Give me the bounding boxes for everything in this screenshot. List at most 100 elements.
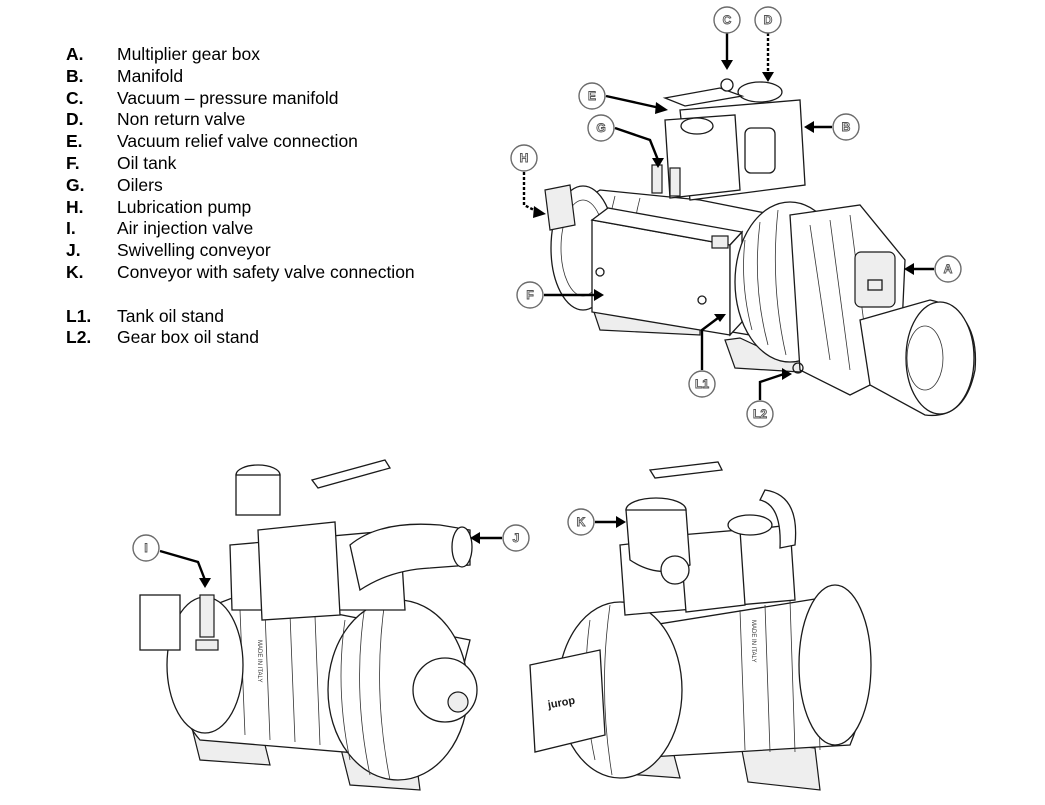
right-view-ribs: [739, 597, 821, 753]
callout-labels: C D E G B H A F L1 L2 I J K: [132, 6, 962, 562]
jurop-brand-plate: jurop: [546, 695, 576, 712]
svg-text:H: H: [520, 151, 529, 165]
callout-g: G: [587, 114, 615, 142]
vacuum-relief-block: [664, 114, 741, 199]
svg-text:A: A: [944, 262, 953, 276]
oiler-left: [651, 164, 663, 194]
legend-item-h: H.Lubrication pump: [66, 196, 252, 217]
svg-text:B: B: [842, 120, 851, 134]
svg-text:L1: L1: [695, 377, 709, 391]
pump-drawing-main: [544, 78, 977, 417]
arrowhead-i: [199, 578, 211, 588]
air-injection-valve-nut: [195, 639, 219, 651]
arrowhead-l1: [714, 314, 726, 322]
oiler-right: [669, 167, 681, 197]
callout-b: B: [832, 113, 860, 141]
right-view-end: [798, 584, 872, 746]
arrowhead-g: [652, 158, 664, 168]
svg-text:K: K: [577, 515, 586, 529]
legend-item-i: I.Air injection valve: [66, 218, 254, 239]
arrowhead-f: [594, 289, 604, 301]
safety-valve-port: [660, 555, 690, 585]
swivelling-conveyor: [349, 523, 471, 592]
tank-plug: [595, 267, 605, 277]
left-view-top-cylinder: [235, 474, 281, 516]
svg-text:F: F: [526, 288, 533, 302]
right-view-valve-handle: [648, 461, 723, 479]
callout-d: D: [754, 6, 782, 34]
callout-l2: L2: [746, 400, 774, 428]
arrow-e: [605, 94, 661, 110]
gear-box-oil-stand: [792, 362, 804, 374]
legend-item-l1: L1.Tank oil stand: [66, 305, 225, 326]
svg-text:D: D: [764, 13, 773, 27]
left-view-hub: [412, 657, 478, 723]
callout-e: E: [578, 82, 606, 110]
callout-l1: L1: [688, 370, 716, 398]
legend-item-l2: L2.Gear box oil stand: [66, 327, 260, 348]
left-view-manifold-front: [257, 521, 341, 621]
valve-handle: [662, 87, 745, 107]
legend-item-e: E.Vacuum relief valve connection: [66, 131, 358, 152]
svg-text:L2: L2: [753, 407, 767, 421]
right-view-lubrication-box: [529, 649, 606, 753]
pump-drum-ribs: [743, 209, 787, 356]
arrow-i: [159, 549, 207, 581]
swivel-conveyor-mouth: [451, 526, 473, 568]
arrow-l2: [758, 372, 785, 400]
callout-i: I: [132, 534, 160, 562]
callout-h: H: [510, 144, 538, 172]
callout-arrows-bottom: [159, 516, 626, 588]
arrow-l1: [700, 317, 719, 370]
manifold-cap-left: [680, 117, 714, 135]
svg-text:G: G: [596, 121, 605, 135]
right-view-elbow-pipe: [759, 489, 797, 549]
arrow-h: [522, 172, 539, 214]
funnel-inner: [906, 325, 944, 391]
left-view-bracket: [139, 594, 181, 651]
arrowhead-h: [533, 206, 546, 218]
arrowhead-k: [616, 516, 626, 528]
arrowhead-b: [804, 121, 814, 133]
callout-arrows-main: [522, 33, 934, 400]
arrowhead-e: [655, 102, 668, 114]
pump-drawing-left-view: MADE IN ITALY: [139, 459, 478, 791]
manifold-port: [744, 127, 776, 174]
callout-j: J: [502, 524, 530, 552]
svg-text:I: I: [144, 541, 147, 555]
svg-text:E: E: [588, 89, 596, 103]
left-view-made-in-italy: MADE IN ITALY: [256, 640, 262, 682]
air-injection-valve: [199, 594, 215, 638]
tank-filler: [711, 235, 729, 249]
arrowhead-a: [904, 263, 914, 275]
legend-item-a: A.Multiplier gear box: [66, 44, 260, 64]
callout-f: F: [516, 281, 544, 309]
arrowhead-d: [762, 72, 774, 82]
legend-item-f: F.Oil tank: [66, 152, 177, 173]
valve-stem: [720, 78, 734, 92]
left-view-valve-handle: [310, 459, 392, 489]
pump-drawing-right-view: jurop MADE IN ITALY: [529, 461, 872, 791]
callout-c: C: [713, 6, 741, 34]
gear-box-window: [867, 279, 883, 291]
lubrication-pump-box: [544, 184, 576, 231]
arrowhead-c: [721, 60, 733, 70]
legend-item-c: C.Vacuum – pressure manifold: [66, 87, 339, 108]
arrow-g: [614, 126, 660, 161]
legend-item-k: K.Conveyor with safety valve connection: [66, 261, 415, 282]
funnel-mouth: [905, 301, 975, 415]
callout-k: K: [567, 508, 595, 536]
arrowhead-j: [470, 532, 480, 544]
svg-text:C: C: [723, 13, 732, 27]
non-return-valve-cap: [737, 81, 783, 103]
arrowhead-l2: [782, 368, 792, 380]
right-view-manifold-front: [679, 529, 746, 613]
callout-a: A: [934, 255, 962, 283]
legend-item-g: G.Oilers: [66, 174, 163, 195]
tank-oil-stand: [697, 295, 707, 305]
left-view-drum-ribs: [340, 599, 391, 781]
legend-item-b: B.Manifold: [66, 65, 184, 86]
component-legend: A.Multiplier gear box B.Manifold C.Vacuu…: [66, 44, 415, 349]
left-view-shaft: [447, 691, 469, 713]
